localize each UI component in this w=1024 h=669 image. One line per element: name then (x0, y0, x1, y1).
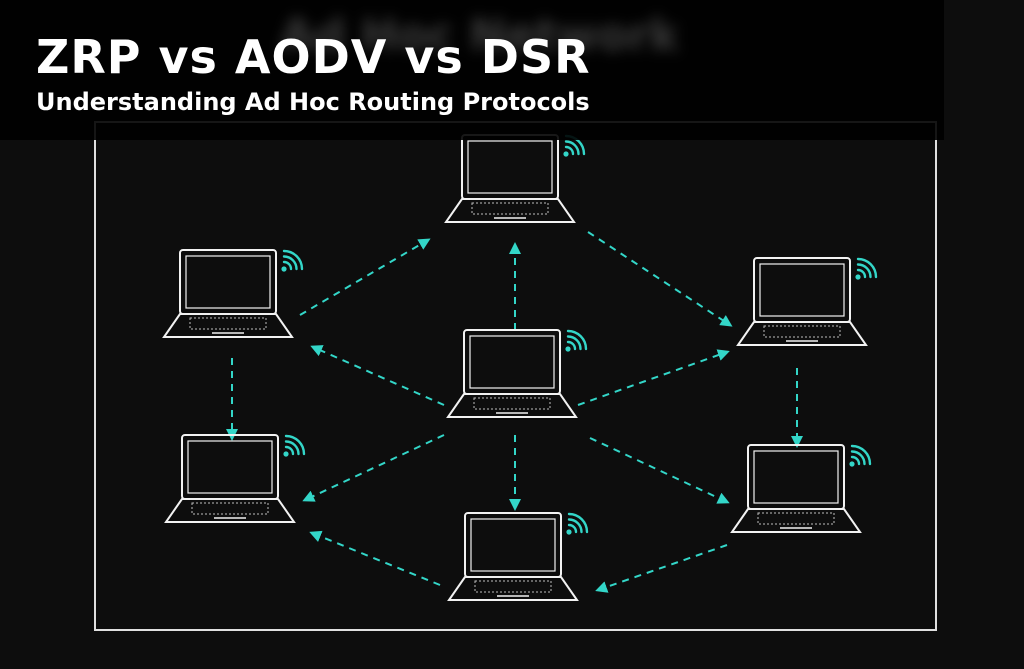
wifi-icon (281, 249, 304, 272)
links-layer (226, 231, 803, 593)
laptop-icon (736, 257, 868, 346)
link-top-to-right-upper (587, 231, 733, 327)
laptop-icon (162, 249, 294, 338)
title-banner: Ad Hoc Network ZRP vs AODV vs DSR Unders… (0, 0, 944, 140)
laptop-icon (444, 134, 576, 223)
link-center-to-left-upper (310, 345, 445, 406)
link-center-to-right-upper (577, 349, 730, 406)
link-left-upper-to-top (299, 238, 431, 316)
wifi-icon (855, 257, 878, 280)
node-center (446, 329, 588, 418)
wifi-icon (849, 444, 872, 467)
laptop-icon (446, 329, 578, 418)
wifi-icon (566, 512, 589, 535)
wifi-icon (565, 329, 588, 352)
node-top (444, 134, 586, 223)
node-bottom (447, 512, 589, 601)
link-right-lower-to-bottom (595, 544, 728, 593)
page-subtitle: Understanding Ad Hoc Routing Protocols (36, 88, 590, 116)
link-center-to-right-lower (589, 437, 730, 504)
node-right-upper (736, 257, 878, 346)
node-left-lower (164, 434, 306, 523)
laptop-icon (730, 444, 862, 533)
page-title: ZRP vs AODV vs DSR (36, 30, 591, 84)
node-left-upper (162, 249, 304, 338)
wifi-icon (283, 434, 306, 457)
blurred-heading: Ad Hoc Network (280, 10, 679, 61)
node-right-lower (730, 444, 872, 533)
link-bottom-to-left-lower (309, 530, 441, 586)
nodes-layer (162, 134, 878, 601)
laptop-icon (447, 512, 579, 601)
laptop-icon (164, 434, 296, 523)
link-center-to-left-lower (302, 434, 445, 502)
